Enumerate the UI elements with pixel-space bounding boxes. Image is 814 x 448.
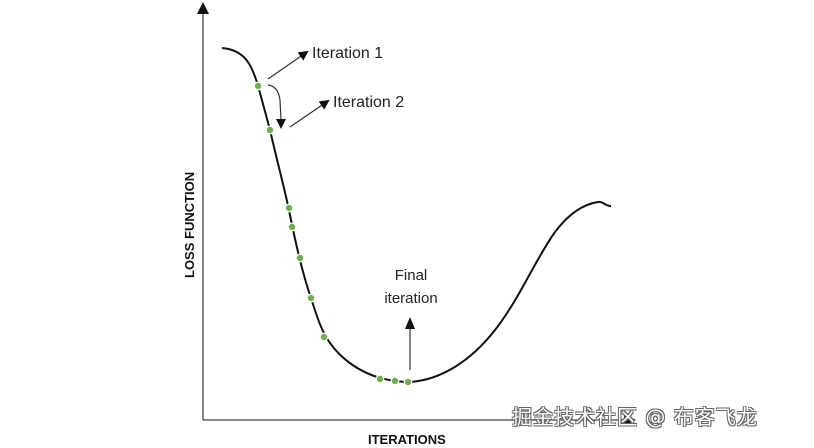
point-iteration-2 <box>265 125 275 135</box>
label-iteration-1: Iteration 1 <box>312 45 383 62</box>
point <box>287 222 297 232</box>
y-axis-label: LOSS FUNCTION <box>182 172 197 278</box>
x-axis-arrow-icon <box>624 414 636 426</box>
point <box>295 253 305 263</box>
point <box>319 332 329 342</box>
point <box>390 376 400 386</box>
loss-curve <box>221 47 612 384</box>
y-axis <box>197 2 209 420</box>
x-axis <box>203 414 636 426</box>
point-iteration-1 <box>253 81 263 91</box>
point <box>375 374 385 384</box>
point-final <box>403 377 413 387</box>
label-final-iteration: iteration <box>384 290 437 307</box>
y-axis-arrow-icon <box>197 2 209 14</box>
x-axis-label: ITERATIONS <box>368 432 446 447</box>
step-arrowhead-icon <box>276 119 286 129</box>
point <box>284 203 294 213</box>
arrow-iteration-2-icon <box>289 99 330 128</box>
watermark: 掘金技术社区 @ 布客飞龙 <box>512 405 758 429</box>
label-final: Final <box>395 267 428 284</box>
point <box>306 293 316 303</box>
step-arrow-icon <box>267 84 282 121</box>
arrow-iteration-1-icon <box>267 50 309 80</box>
iteration-points <box>253 81 413 387</box>
label-iteration-2: Iteration 2 <box>333 94 404 111</box>
final-arrowhead-icon <box>405 317 415 329</box>
